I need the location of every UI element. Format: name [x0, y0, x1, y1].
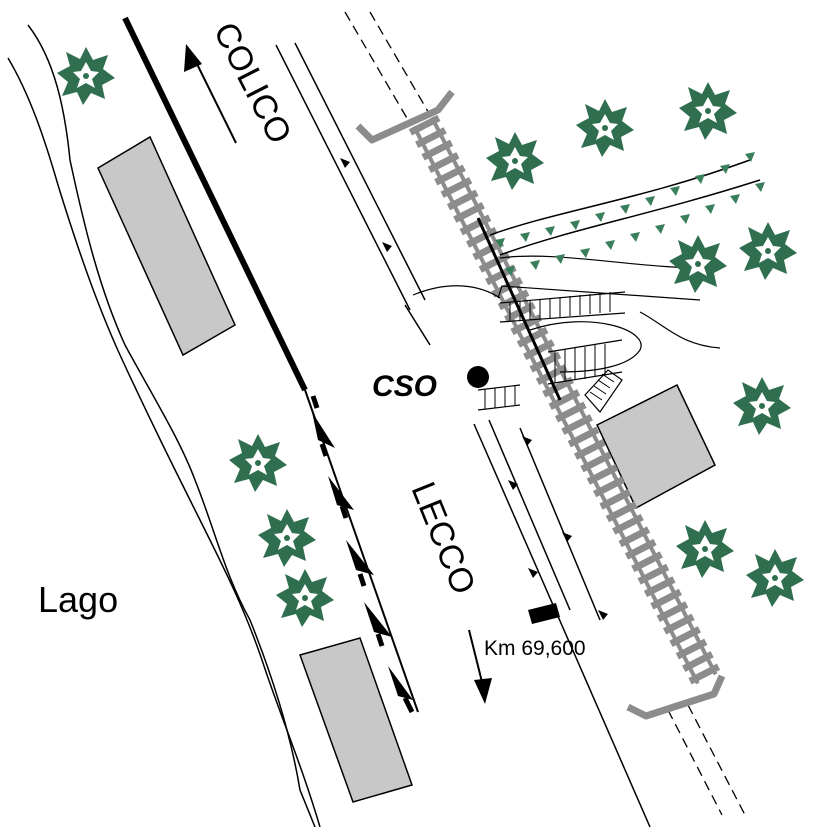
station-label: CSO: [372, 370, 437, 403]
km-label: Km 69,600: [484, 637, 586, 660]
buildings: [97, 135, 716, 803]
arrow-icon: [468, 629, 492, 704]
tree-icon: [486, 132, 544, 190]
lakeside-road: [122, 16, 419, 714]
railway-dashed: [344, 11, 746, 816]
tree-icon: [746, 549, 804, 607]
railway-track: [408, 114, 722, 687]
track-bumpers: [355, 89, 726, 720]
overhead-line: [476, 217, 562, 401]
tree-icon: [679, 82, 737, 140]
building-south: [299, 637, 413, 803]
tree-icon: [676, 520, 734, 578]
colico-label: COLICO: [206, 16, 299, 149]
lake-label: Lago: [38, 579, 118, 620]
arrow-icon: [184, 44, 237, 144]
building-north: [97, 135, 236, 357]
platform-ticks: [340, 158, 608, 620]
tree-icon: [733, 377, 791, 435]
km-marker: [528, 603, 560, 624]
tree-icon: [276, 569, 334, 627]
tree-icon: [576, 99, 634, 157]
platform-lines: [275, 42, 651, 827]
tree-icon: [57, 47, 115, 105]
tree-icon: [669, 235, 727, 293]
tree-icon: [229, 434, 287, 492]
sidings: [412, 255, 721, 413]
tree-icon: [739, 222, 797, 280]
tree-icon: [258, 509, 316, 567]
lake-shoreline: [7, 24, 321, 827]
siding-ties: [484, 292, 615, 409]
embankment: [489, 152, 765, 276]
dot-icon: [467, 366, 489, 388]
lecco-label: LECCO: [404, 477, 483, 600]
